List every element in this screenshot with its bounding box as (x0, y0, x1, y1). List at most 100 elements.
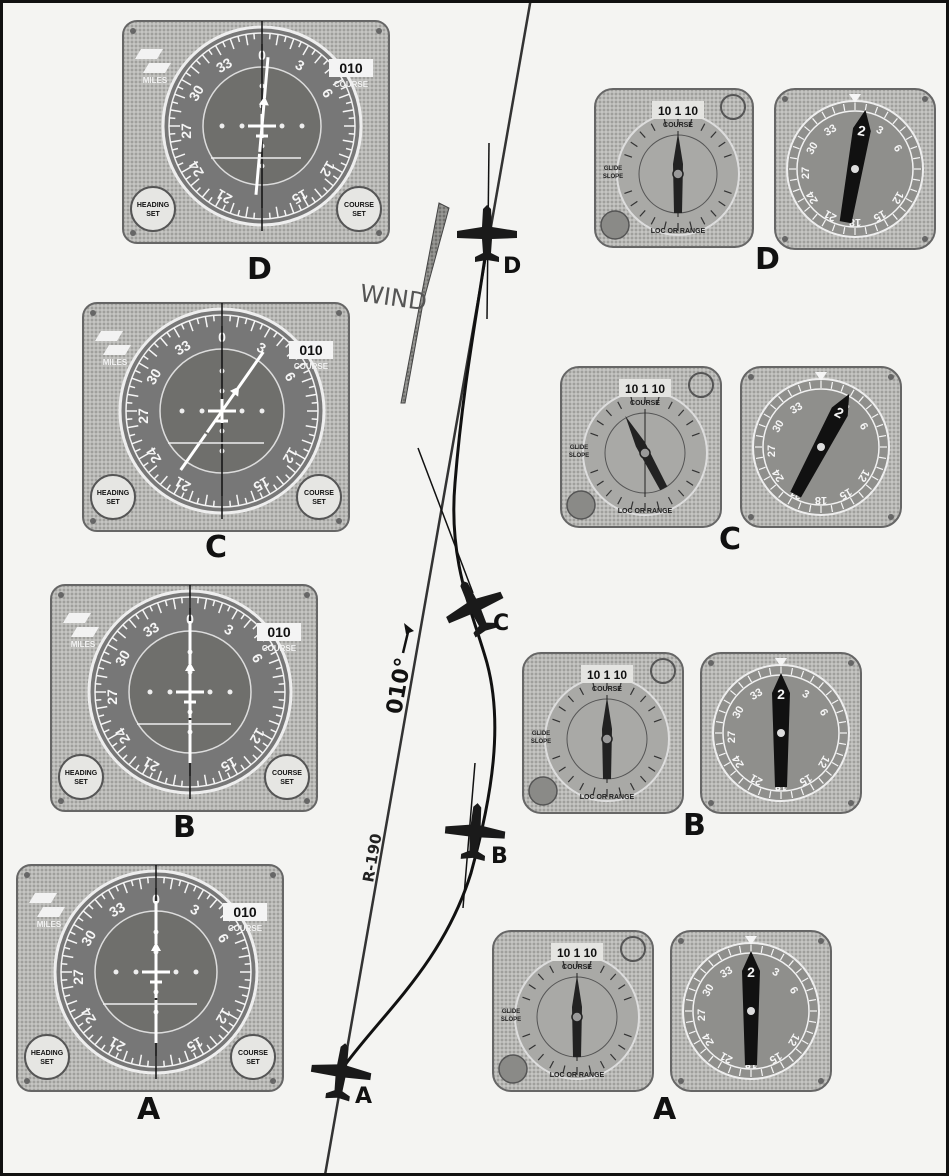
hsi-miles-label: MILES (37, 920, 62, 929)
hsi-tick (240, 613, 246, 620)
hsi-tick (134, 613, 140, 620)
cdi-tick (562, 1065, 566, 1074)
cdi-glide-label-2: SLOPE (569, 453, 589, 459)
cdi-tick (650, 216, 656, 225)
rmi-tick (730, 690, 737, 696)
hsi-to-flag (185, 662, 195, 671)
rmi-tick (738, 1068, 742, 1077)
hsi-tick (195, 186, 202, 193)
rmi-dial-mark: 27 (726, 731, 738, 743)
rmi-tick (864, 103, 868, 112)
cdi-tick (648, 766, 656, 772)
rmi-tick (757, 788, 762, 796)
pair-letter-b: B (683, 808, 706, 843)
hsi-course-readout: 010 (299, 342, 323, 358)
rmi-dial-mark: 30 (770, 418, 787, 435)
hsi-tick (212, 500, 215, 507)
rmi-tick (700, 1048, 707, 1054)
rmi-tick (825, 690, 832, 696)
rmi-tick (825, 770, 832, 776)
rmi-hub (777, 729, 785, 737)
hsi-tick (303, 448, 310, 453)
screw (58, 592, 64, 598)
hsi-tick (212, 777, 216, 784)
hsi-tick (268, 720, 280, 726)
rmi-tick (821, 111, 827, 119)
cdi-glide-label-2: SLOPE (501, 1017, 521, 1023)
hsi-tick (169, 132, 176, 135)
hsi-dot (207, 689, 213, 695)
hsi-course-readout: 010 (267, 624, 291, 640)
hsi-course-window (223, 903, 267, 921)
hsi-tick (130, 880, 134, 887)
rmi-tick (770, 948, 775, 956)
cdi-tick (691, 469, 700, 474)
rmi-tick (789, 156, 798, 160)
rmi-tick (708, 960, 714, 967)
cdi-course-readout: 10 1 10 (587, 668, 627, 682)
hsi-letter-a: A (137, 1092, 161, 1127)
hsi-tick (263, 327, 271, 338)
rmi-tick (723, 699, 731, 705)
hsi-tick (272, 705, 284, 710)
rmi-dial-mark: 12 (855, 467, 872, 484)
hsi-tick (66, 1000, 78, 1006)
rmi-dial-mark: 3 (874, 124, 885, 137)
rmi-tick (858, 491, 864, 498)
hsi-tick (164, 600, 168, 607)
hsi-tick (170, 109, 182, 113)
cdi-mount-ring (620, 936, 646, 962)
hsi-tick (301, 439, 313, 445)
cdi-tick (629, 782, 635, 791)
hsi-tick (115, 885, 120, 892)
rmi-tick (685, 1020, 694, 1024)
hsi-tick (82, 910, 93, 919)
cdi-course-word: COURSE (663, 122, 693, 129)
rmi-tick (717, 953, 723, 961)
hsi-to-flag (229, 386, 240, 397)
rmi-tick (730, 770, 737, 776)
rmi-tick (830, 504, 834, 513)
rmi-dial-mark: 21 (748, 771, 765, 788)
cdi-tick (718, 200, 726, 207)
hsi-dial-mark: 21 (172, 473, 194, 495)
screw (270, 1078, 276, 1084)
course-set-label-2: SET (312, 499, 326, 506)
cdi-tick (653, 718, 662, 723)
hsi-tick (172, 598, 177, 610)
hsi-tick (103, 728, 110, 733)
hsi-tick (244, 497, 248, 504)
cdi-loc-range-label: LOC OR RANGE (550, 1072, 605, 1079)
hsi-tick (129, 433, 136, 437)
rmi-dial-mark: 33 (788, 400, 805, 417)
rmi-tick (738, 945, 742, 954)
rmi-needle-mark: 2 (777, 686, 785, 702)
rmi-tick (757, 670, 762, 678)
rmi-tick (899, 206, 906, 212)
screw (782, 96, 788, 102)
rmi-tick (693, 977, 701, 983)
cdi-tick (596, 420, 604, 426)
cdi-loc-range-label: LOC OR RANGE (618, 508, 673, 515)
cdi-tick (667, 401, 673, 410)
course-heading-label: 010° (382, 656, 417, 716)
rmi-tick (910, 145, 918, 150)
cdi-tick (710, 210, 717, 217)
cdi-mount-ring (720, 94, 746, 120)
screw (130, 28, 136, 34)
hsi-tick (103, 651, 110, 656)
hsi-tick (253, 212, 256, 219)
heading-set-knob-face (24, 1034, 70, 1080)
rmi-tick (763, 413, 771, 419)
hsi-dial-mark: 30 (78, 927, 100, 949)
hsi-dial-mark: 21 (140, 754, 162, 776)
rmi-dial-mark: 12 (889, 189, 906, 206)
rmi-tick (836, 709, 844, 714)
screw (888, 374, 894, 380)
hsi-miles-label: MILES (103, 358, 128, 367)
cdi-tick (663, 118, 667, 127)
rmi-tick (892, 118, 898, 125)
